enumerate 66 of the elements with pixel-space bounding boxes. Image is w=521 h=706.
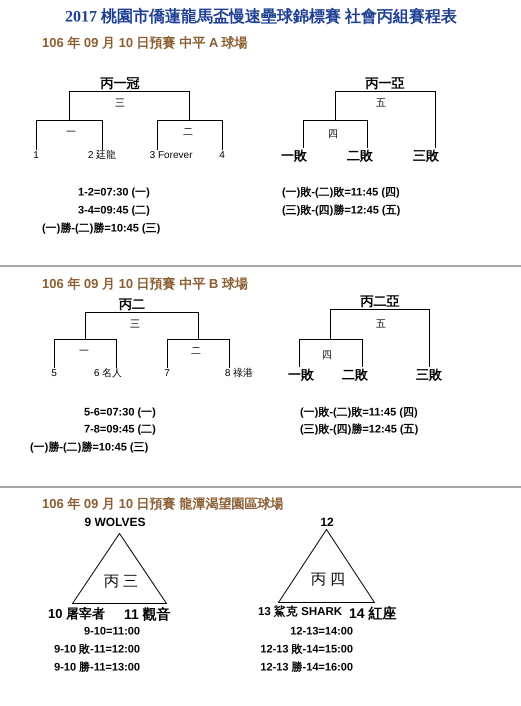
schedule-line: (一)敗-(二)敗=11:45 (四) xyxy=(300,406,418,420)
bracket-line xyxy=(335,91,386,148)
bracket-line xyxy=(120,91,223,150)
schedule-line: (一)勝-(二)勝=10:45 (三) xyxy=(30,441,148,455)
title: 2017 桃園市僑蓮龍馬盃慢速壘球錦標賽 社會丙組賽程表 xyxy=(65,7,457,27)
match-number: 二 xyxy=(183,127,193,139)
schedule-line: 9-10 敗-11=12:00 xyxy=(54,643,140,657)
match-number: 三 xyxy=(115,98,125,110)
schedule-line: 1-2=07:30 (一) xyxy=(78,186,150,200)
slot-label: 二敗 xyxy=(347,148,373,164)
bracket-line xyxy=(132,312,230,368)
schedule-line: (一)敗-(二)敗=11:45 (四) xyxy=(282,186,400,200)
bracket-line xyxy=(330,309,381,368)
team-name: 10 屠宰者 xyxy=(48,606,106,622)
match-number: 五 xyxy=(376,98,386,110)
schedule-line: (一)勝-(二)勝=10:45 (三) xyxy=(42,222,160,236)
section-heading: 106 年 09 月 10 日預賽 中平 B 球場 xyxy=(42,276,248,292)
bracket-line xyxy=(385,91,436,148)
section-heading: 106 年 09 月 10 日預賽 中平 A 球場 xyxy=(42,35,248,51)
schedule-line: 3-4=09:45 (二) xyxy=(78,204,150,218)
slot-label: 三敗 xyxy=(416,367,442,383)
match-number: 三 xyxy=(130,319,140,331)
triangle xyxy=(72,533,167,604)
group-label: 丙 三 xyxy=(104,573,138,591)
bracket-line xyxy=(380,309,430,368)
bracket-title: 丙一亞 xyxy=(366,75,404,91)
match-number: 一 xyxy=(79,346,89,358)
match-number: 二 xyxy=(191,346,201,358)
bracket-line xyxy=(69,91,121,150)
team-name: 5 xyxy=(51,368,57,380)
team-name: 14 紅座 xyxy=(349,605,396,622)
schedule-line: 12-13 勝-14=16:00 xyxy=(260,661,353,675)
team-name: 8 祿港 xyxy=(224,368,254,380)
team-name: 4 xyxy=(219,150,225,162)
team-name: 11 觀音 xyxy=(124,606,171,623)
slot-label: 二敗 xyxy=(342,367,368,383)
triangle xyxy=(278,529,375,603)
schedule-line: 9-10 勝-11=13:00 xyxy=(54,661,140,675)
schedule-line: (三)敗-(四)勝=12:45 (五) xyxy=(282,204,400,218)
schedule-line: 12-13 敗-14=15:00 xyxy=(260,643,353,657)
schedule-line: (三)敗-(四)勝=12:45 (五) xyxy=(300,423,418,437)
group-label: 丙 四 xyxy=(310,571,346,589)
slot-label: 三敗 xyxy=(413,148,439,164)
team-name: 3 Forever xyxy=(150,150,192,162)
bracket-title: 丙一冠 xyxy=(100,75,140,91)
section-heading: 106 年 09 月 10 日預賽 龍潭渴望園區球場 xyxy=(42,496,284,512)
schedule-line: 12-13=14:00 xyxy=(290,625,353,639)
team-name: 12 xyxy=(320,514,334,530)
team-name: 1 xyxy=(33,150,39,162)
team-name: 6 名人 xyxy=(94,368,122,380)
bracket-line xyxy=(85,312,133,368)
team-name: 13 鯊克 SHARK xyxy=(258,606,342,620)
match-number: 四 xyxy=(322,350,332,362)
bracket-title: 丙二 xyxy=(119,296,145,312)
bracket-title: 丙二亞 xyxy=(360,293,400,309)
team-name: 7 xyxy=(164,368,170,380)
schedule-line: 5-6=07:30 (一) xyxy=(84,406,156,420)
match-number: 五 xyxy=(376,319,386,331)
schedule-line: 7-8=09:45 (二) xyxy=(84,423,156,437)
team-name: 9 WOLVES xyxy=(84,514,146,530)
match-number: 一 xyxy=(66,127,76,139)
match-number: 四 xyxy=(328,129,338,141)
team-name: 2 廷龍 xyxy=(88,150,116,162)
slot-label: 一敗 xyxy=(281,148,307,164)
slot-label: 一敗 xyxy=(288,367,314,383)
schedule-line: 9-10=11:00 xyxy=(84,625,140,639)
